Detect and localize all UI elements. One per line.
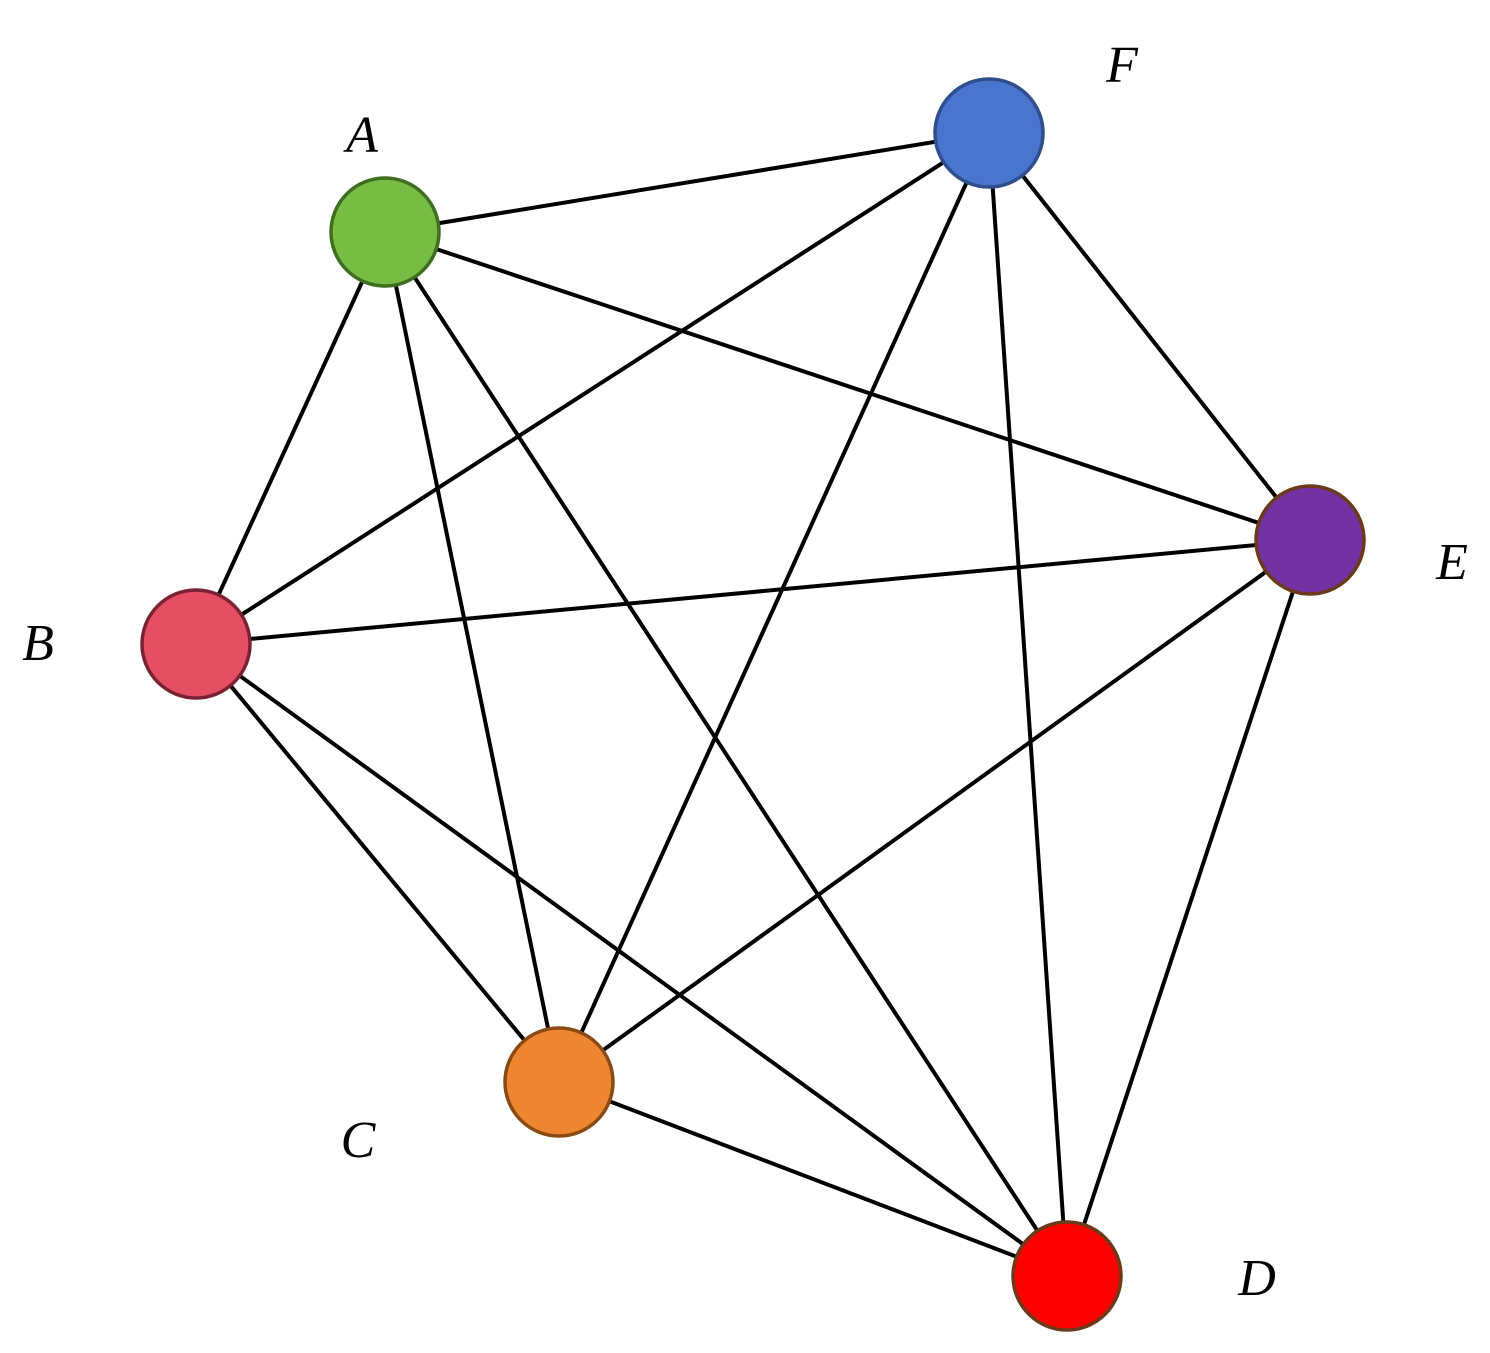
edge-e-d	[1065, 538, 1312, 1278]
node-b	[140, 588, 252, 700]
edge-a-c	[383, 230, 561, 1084]
node-label-a: A	[343, 107, 378, 164]
node-d	[1011, 1220, 1123, 1332]
node-a	[329, 176, 441, 288]
node-label-e: E	[1435, 534, 1468, 591]
edge-b-d	[194, 642, 1069, 1278]
label-layer: A B C D E F	[22, 37, 1468, 1307]
edge-f-c	[557, 131, 991, 1084]
edge-a-f	[383, 131, 991, 234]
edge-c-e	[557, 538, 1312, 1084]
edge-b-e	[194, 538, 1312, 646]
edge-layer	[194, 131, 1312, 1278]
node-e	[1254, 484, 1366, 596]
node-layer	[140, 77, 1366, 1332]
node-label-d: D	[1237, 1250, 1276, 1307]
edge-c-d	[557, 1080, 1069, 1278]
edge-a-b	[194, 230, 387, 646]
edge-a-e	[383, 230, 1312, 542]
node-c	[503, 1026, 615, 1138]
edge-f-e	[987, 131, 1312, 542]
node-label-b: B	[22, 615, 54, 672]
node-label-c: C	[341, 1112, 377, 1169]
edge-f-b	[194, 131, 991, 646]
node-label-f: F	[1105, 37, 1139, 94]
edge-b-c	[194, 642, 561, 1084]
edge-a-d	[383, 230, 1069, 1278]
node-f	[933, 77, 1045, 189]
edge-f-d	[987, 131, 1069, 1278]
